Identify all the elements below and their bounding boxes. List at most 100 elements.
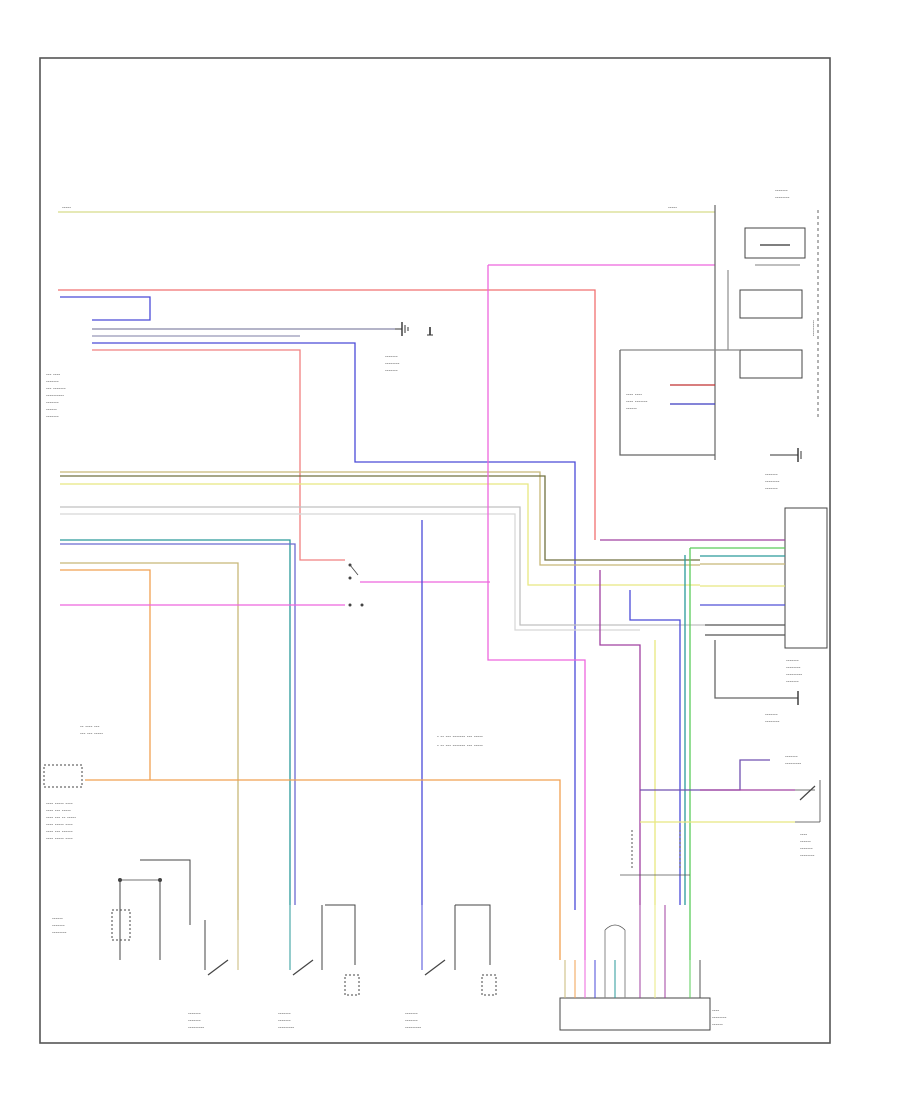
svg-text:----------: ---------- (46, 393, 64, 399)
wire-label: ----- (668, 205, 677, 211)
wire-lightgray-2 (60, 513, 640, 631)
connector-pins (620, 830, 690, 876)
svg-text:-------: ------- (46, 400, 59, 406)
ground-symbol (395, 322, 409, 336)
left-switch-assembly (111, 859, 191, 960)
svg-text:---- ----- ----: ---- ----- ---- (46, 822, 73, 828)
bottom-module-pins (564, 905, 701, 998)
wire-tan-2 (60, 562, 239, 920)
bottom-module-label: -------- (712, 1015, 727, 1021)
wire-blue-7 (629, 590, 681, 905)
ground-label: -------- (765, 719, 780, 725)
ground-label: ------- (385, 354, 398, 360)
switch-label: ------ (800, 839, 811, 845)
wire-blue-2 (92, 342, 576, 910)
switch-label: ---- (800, 832, 807, 838)
svg-text:---- --- ------: ---- --- ------ (46, 829, 73, 835)
switch-label: --------- (278, 1025, 294, 1031)
switch-label: ------- (188, 1011, 201, 1017)
wire-gray-5 (714, 640, 770, 699)
svg-text:---- ----- ----: ---- ----- ---- (46, 801, 73, 807)
sensor-label: ---- ------- (626, 399, 648, 405)
left-module-label: --- ---- ------- --- ------- ---------- … (46, 372, 66, 420)
left-bottom-label: ---- ----- ---- ---- --- ----- ---- --- … (46, 801, 76, 842)
switch-label: --------- (188, 1025, 204, 1031)
switch-label: --------- (785, 761, 801, 767)
bottom-module-label: ---- (712, 1008, 719, 1014)
svg-text:- -- --- ------- --- -----: - -- --- ------- --- ----- (437, 743, 483, 749)
switch-label: ------ (52, 916, 63, 922)
door-switch (795, 780, 821, 823)
svg-text:---- ----- ----: ---- ----- ---- (46, 836, 73, 842)
wire-blue-3 (60, 543, 296, 905)
ground-label: -------- (765, 479, 780, 485)
switch-label: -------- (800, 853, 815, 859)
svg-text:--- -------: --- ------- (46, 386, 66, 392)
svg-text:- -- --- ------- --- -----: - -- --- ------- --- ----- (437, 734, 483, 740)
module-label: ------- (786, 658, 799, 664)
right-connector-block (784, 507, 828, 649)
switch-label: ------- (785, 754, 798, 760)
left-relay-box (43, 764, 83, 788)
wire-dark-1 (60, 475, 700, 561)
ground-label: ------- (385, 368, 398, 374)
module-label: ------- (786, 679, 799, 685)
ground-label: -------- (385, 361, 400, 367)
ground-label: ------- (765, 486, 778, 492)
right-module-vertical: --------- (810, 320, 816, 336)
pin-arc (604, 924, 626, 931)
ground-label: ------- (765, 472, 778, 478)
wire-pink-5 (487, 265, 586, 960)
wire-blue-1 (60, 296, 151, 321)
bottom-module-label: ------ (712, 1022, 723, 1028)
module-label: --------- (786, 672, 802, 678)
switch-label: ------- (278, 1011, 291, 1017)
module-label: -------- (786, 665, 801, 671)
svg-text:-------: ------- (46, 414, 59, 420)
connector-notes: - -- --- ------- --- ----- - -- --- ----… (437, 734, 483, 749)
switch-2 (289, 904, 360, 996)
switch-3 (421, 904, 497, 996)
wire-yellow-2 (60, 483, 700, 586)
svg-text:-------: ------- (46, 379, 59, 385)
note-label: -- ---- --- (80, 724, 100, 730)
wire-pink-1 (92, 349, 345, 561)
wire-gray-4 (619, 350, 715, 456)
switch-label: --------- (405, 1025, 421, 1031)
ground-symbol (427, 327, 433, 336)
right-module-title: ------- (775, 188, 788, 194)
ground-label: ------- (765, 712, 778, 718)
relay-contact (348, 563, 364, 607)
svg-text:---- --- -- -----: ---- --- -- ----- (46, 815, 76, 821)
wire-lightgray-1 (60, 506, 705, 626)
wire-red-1 (58, 289, 596, 540)
right-module-title: -------- (775, 195, 790, 201)
svg-text:--- ----: --- ---- (46, 372, 60, 378)
wire-purple-3 (640, 759, 770, 791)
wire-teal-1 (60, 539, 291, 905)
switch-label: ------- (278, 1018, 291, 1024)
ground-symbol (770, 691, 799, 705)
wire-purple-2 (599, 570, 641, 905)
ground-symbol (770, 448, 802, 462)
switch-label: ------- (188, 1018, 201, 1024)
switch-1 (204, 920, 239, 976)
switch-label: -------- (52, 930, 67, 936)
sensor-label: ------ (626, 406, 637, 412)
right-module-internals (727, 227, 806, 379)
wire-tan-1 (60, 471, 700, 566)
switch-label: ------- (405, 1018, 418, 1024)
note-label: --- --- ----- (80, 731, 103, 737)
bottom-module-block (559, 997, 711, 1031)
wire-orange-1 (60, 569, 151, 780)
diagram-frame (39, 57, 831, 1044)
svg-text:------: ------ (46, 407, 57, 413)
switch-label: ------- (800, 846, 813, 852)
wire-label: ----- (62, 205, 71, 211)
switch-label: ------- (52, 923, 65, 929)
svg-text:---- --- -----: ---- --- ----- (46, 808, 71, 814)
wire-orange-2 (85, 779, 561, 960)
sensor-label: ---- ---- (626, 392, 642, 398)
switch-label: ------- (405, 1011, 418, 1017)
